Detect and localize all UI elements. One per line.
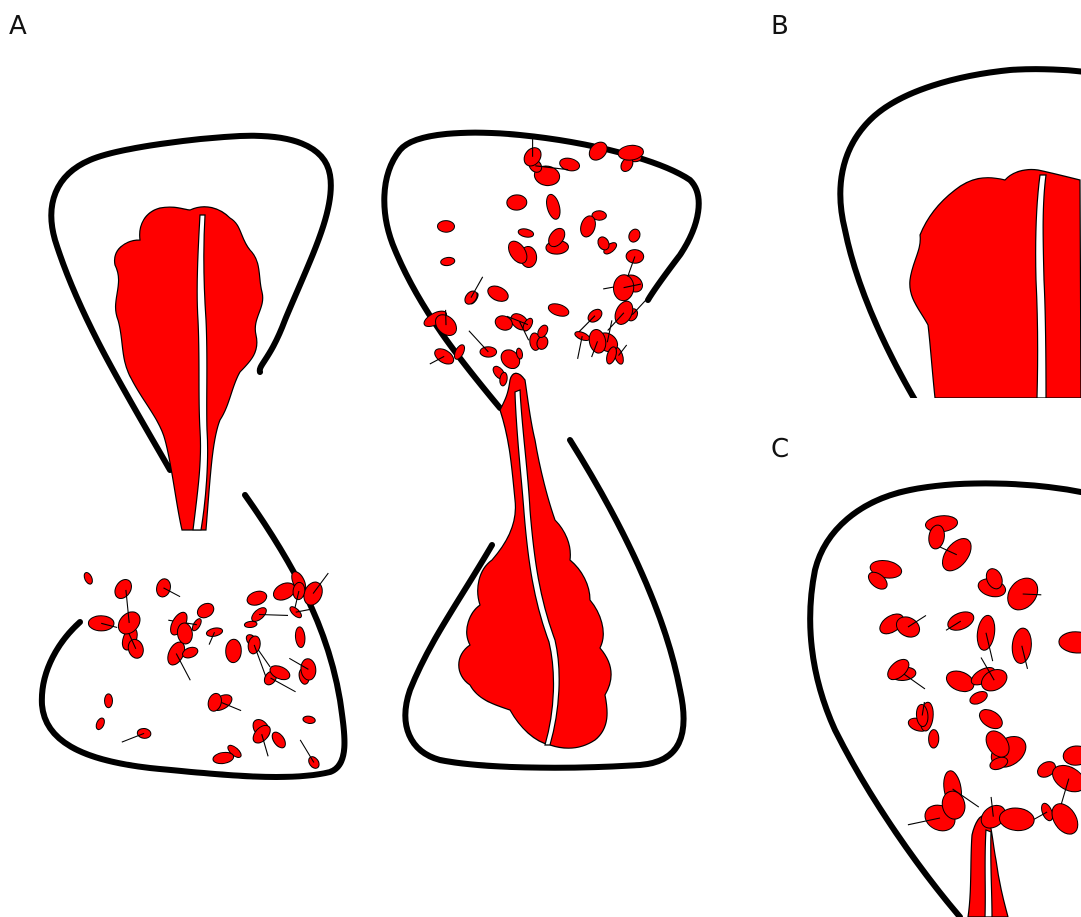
c-stream-cleft: [985, 830, 992, 917]
fragment: [112, 576, 135, 601]
fragment: [83, 571, 95, 585]
fragment: [212, 751, 234, 765]
b-intact-mass: [910, 169, 1081, 398]
fragment: [295, 627, 306, 648]
fragment: [245, 589, 268, 608]
fragment: [976, 706, 1006, 733]
fragment: [302, 715, 315, 724]
fibrin-strand: [300, 740, 314, 763]
fragment: [517, 227, 534, 238]
fragment: [928, 730, 939, 749]
fragment: [544, 193, 562, 221]
fragment: [437, 220, 454, 232]
fragment: [95, 717, 107, 731]
fragment: [558, 156, 580, 172]
fibrin-strand: [579, 316, 595, 332]
fragment: [1062, 745, 1081, 766]
fragment: [195, 600, 217, 620]
fragment: [270, 730, 289, 750]
right-hourglass: [384, 133, 698, 768]
fibrin-strand: [632, 292, 653, 315]
fragment: [1058, 631, 1081, 654]
panel-c-diagram: [780, 460, 1081, 917]
panel-b-diagram: [780, 40, 1081, 398]
fragment: [968, 689, 989, 707]
fragment: [975, 614, 997, 651]
fragment: [225, 639, 241, 663]
fragment: [1001, 572, 1043, 616]
fibrin-strand: [469, 331, 488, 352]
fragment-cloud-c: [865, 514, 1081, 839]
fragment: [627, 227, 642, 244]
fragment: [105, 694, 113, 708]
panel-label-c: C: [771, 436, 789, 462]
fragment: [945, 608, 977, 634]
fragment: [506, 194, 527, 210]
left-intact-mass: [115, 207, 263, 530]
fragment: [440, 257, 455, 267]
left-hourglass: [42, 136, 345, 777]
fragment: [485, 283, 510, 304]
panel-a-diagram: [0, 0, 760, 917]
fragment: [1011, 627, 1033, 664]
panel-label-b: B: [771, 13, 789, 39]
c-chamber-wall: [810, 483, 1081, 917]
fragment: [547, 301, 571, 318]
fibrin-strand: [254, 645, 266, 677]
fragment: [586, 139, 611, 164]
